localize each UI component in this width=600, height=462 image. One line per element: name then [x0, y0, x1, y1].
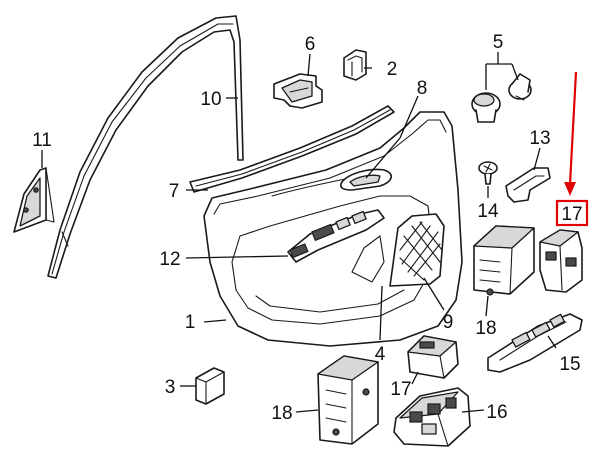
part-mirror-trim: [13, 167, 55, 233]
callout-7: 7: [169, 181, 180, 202]
callout-2: 2: [387, 59, 398, 80]
part-master-switch: [393, 387, 471, 447]
callout-18-lower: 18: [271, 403, 292, 424]
callout-1: 1: [185, 312, 196, 333]
leader-lines: [41, 52, 557, 413]
callout-labels: 1 2 3 4 5 6 7 8 9 10 11 12 13 14 15 16 1…: [32, 32, 582, 424]
callout-8: 8: [417, 78, 428, 99]
part-retainer: [505, 167, 551, 203]
callout-17-lower: 17: [390, 379, 411, 400]
callout-16: 16: [486, 402, 507, 423]
callout-3: 3: [165, 377, 176, 398]
part-door-module-lower: [317, 355, 379, 445]
callout-10: 10: [200, 89, 221, 110]
callout-13: 13: [529, 128, 550, 149]
callout-15: 15: [559, 354, 580, 375]
part-door-trim-panel: [203, 111, 463, 347]
callout-17-highlighted: 17: [561, 204, 582, 225]
callout-9: 9: [443, 312, 454, 333]
callout-5: 5: [493, 32, 504, 53]
highlight-indicator: [555, 71, 589, 227]
part-belt-weatherstrip: [189, 105, 395, 193]
part-switch-bezel: [487, 313, 583, 373]
callout-6: 6: [305, 34, 316, 55]
callout-14: 14: [477, 201, 499, 222]
part-bracket: [273, 73, 323, 109]
part-plug: [195, 367, 225, 405]
part-switch-highlighted: [539, 229, 583, 293]
callout-18-upper: 18: [475, 318, 496, 339]
part-fasteners: [471, 73, 532, 123]
part-screw: [478, 161, 498, 185]
speaker-grille-mesh: [399, 221, 443, 281]
callout-11: 11: [32, 130, 52, 151]
callout-4: 4: [375, 344, 386, 365]
part-clip: [343, 49, 367, 81]
part-window-channel: [47, 15, 244, 279]
part-control-module-upper: [473, 225, 535, 296]
callout-12: 12: [159, 249, 180, 270]
part-switch-lower: [407, 335, 459, 379]
